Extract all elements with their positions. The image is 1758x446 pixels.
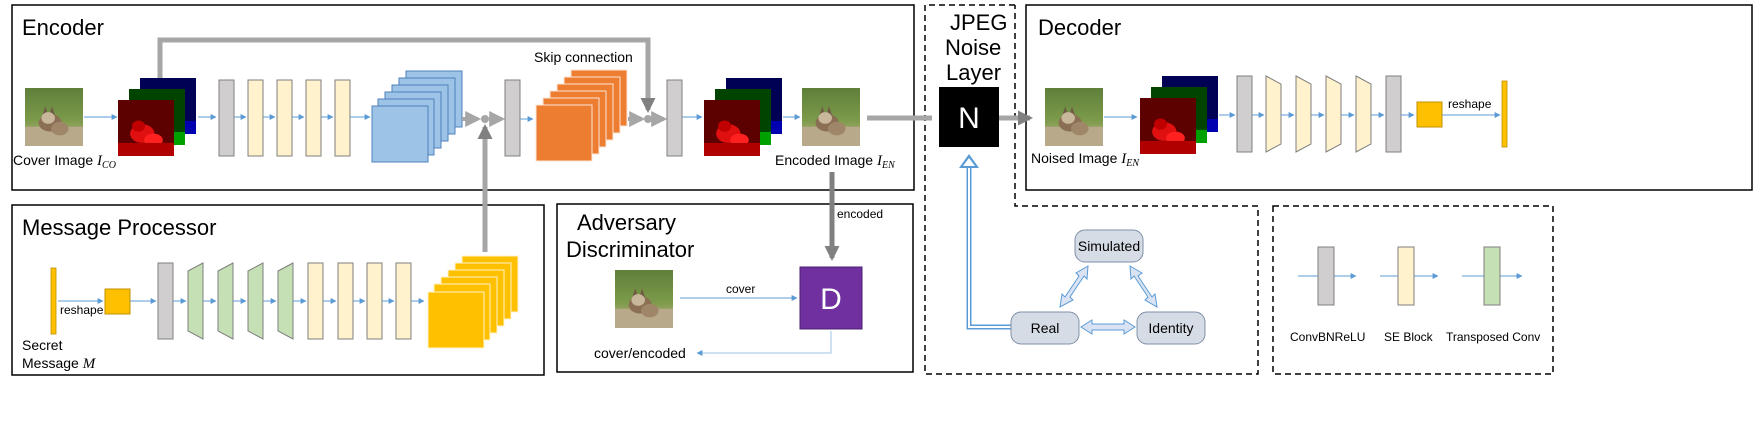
output-label: cover/encoded (594, 345, 686, 361)
noise-node (939, 87, 999, 147)
se-block (305, 79, 322, 157)
mode-double-arrows (1059, 265, 1158, 335)
legend-tconv-label: Transposed Conv (1446, 330, 1540, 344)
transposed-conv-block (217, 262, 234, 340)
noise-title-line2: Noise (945, 35, 1001, 60)
secret-label-line1: Secret (22, 337, 63, 353)
transposed-conv-block (247, 262, 264, 340)
encoder-title: Encoder (22, 15, 104, 40)
noise-title-line3: Layer (946, 60, 1001, 85)
se-block (366, 262, 383, 340)
discriminator-input-image (615, 270, 673, 328)
se-block (337, 262, 354, 340)
se-block (247, 79, 264, 157)
legend-tconv-block (1483, 246, 1501, 306)
adversary-title-line2: Discriminator (566, 237, 694, 262)
cover-image (25, 88, 83, 146)
cover-image-caption: Cover Image ICO (13, 152, 116, 171)
simulated-label: Simulated (1078, 238, 1140, 254)
yellow-square-block (1416, 101, 1443, 128)
se-block (395, 262, 412, 340)
identity-label: Identity (1148, 320, 1193, 336)
encoder-panel (11, 4, 915, 191)
se-block (276, 79, 293, 157)
real-node (1010, 311, 1080, 345)
concat-node (481, 115, 489, 123)
se-trapezoid-block (1325, 75, 1342, 153)
concat-node (644, 115, 652, 123)
simulated-node (1074, 229, 1144, 263)
blue-feature-stack (371, 70, 463, 163)
noise-title-line1: JPEG (950, 10, 1007, 35)
discriminator-node (799, 266, 863, 330)
yellow-square-block (104, 288, 131, 315)
legend-conv-label: ConvBNReLU (1290, 330, 1365, 344)
real-label: Real (1031, 320, 1060, 336)
conv-block (666, 79, 683, 157)
yellow-feature-stack (427, 255, 519, 349)
conv-block (218, 79, 235, 157)
encoded-image-caption: Encoded Image IEN (775, 152, 896, 171)
legend-se-label: SE Block (1384, 330, 1434, 344)
message-reshape-label: reshape (60, 303, 104, 317)
legend-se-block (1397, 246, 1415, 306)
orange-feature-stack (535, 69, 628, 162)
secret-label-line2: Message M (22, 355, 97, 372)
rgb-channels-decoder (1140, 76, 1218, 154)
noise-layer-dashed-border (924, 4, 1259, 375)
conv-block (1236, 75, 1253, 153)
noise-node-letter: N (958, 102, 980, 135)
skip-connection-arrow (157, 37, 656, 113)
se-block (307, 262, 324, 340)
discriminator-letter: D (820, 283, 842, 316)
rgb-channels-input (118, 78, 196, 156)
noised-image (1045, 88, 1103, 146)
se-trapezoid-block (1355, 75, 1372, 153)
noised-image-caption: Noised Image IEN (1031, 150, 1140, 169)
decoder-title: Decoder (1038, 15, 1121, 40)
message-processor-panel (11, 204, 545, 376)
se-block (334, 79, 351, 157)
identity-node (1136, 311, 1206, 345)
discriminator-output-arrow (696, 331, 832, 356)
conv-block (157, 262, 174, 340)
cover-label: cover (726, 282, 755, 296)
conv-block (1385, 75, 1402, 153)
rgb-channels-output (704, 78, 782, 156)
secret-message-bar (50, 267, 57, 335)
transposed-conv-block (187, 262, 204, 340)
decoder-panel (1025, 4, 1753, 191)
conv-block (504, 79, 521, 157)
message-processor-title: Message Processor (22, 215, 216, 240)
adversary-panel (556, 203, 914, 373)
decoder-reshape-label: reshape (1448, 97, 1492, 111)
se-trapezoid-block (1265, 75, 1282, 153)
legend-conv-block (1317, 246, 1335, 306)
adversary-title-line1: Adversary (577, 210, 676, 235)
real-to-noise-arrow (959, 154, 1011, 330)
legend-panel (1272, 205, 1554, 375)
encoded-image (802, 88, 860, 146)
transposed-conv-block (277, 262, 294, 340)
decoded-message-bar (1501, 80, 1508, 148)
encoded-label: encoded (837, 207, 883, 221)
skip-connection-label: Skip connection (534, 49, 633, 65)
se-trapezoid-block (1295, 75, 1312, 153)
